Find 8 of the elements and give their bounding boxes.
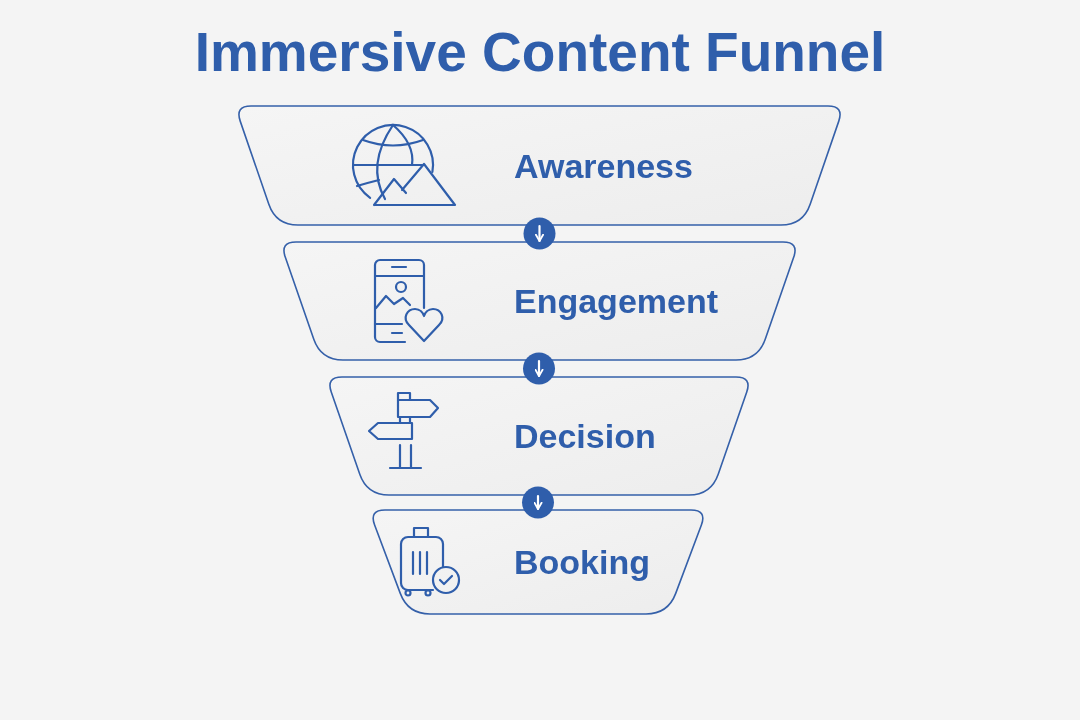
stage-label: Decision xyxy=(514,416,656,456)
diagram-title: Immersive Content Funnel xyxy=(194,21,886,83)
arrow xyxy=(533,494,543,511)
arrow xyxy=(534,359,544,378)
stage-label: Awareness xyxy=(514,145,693,186)
stage-label: Booking xyxy=(514,542,650,582)
stage-label: Engagement xyxy=(514,281,719,321)
arrow xyxy=(535,224,544,243)
